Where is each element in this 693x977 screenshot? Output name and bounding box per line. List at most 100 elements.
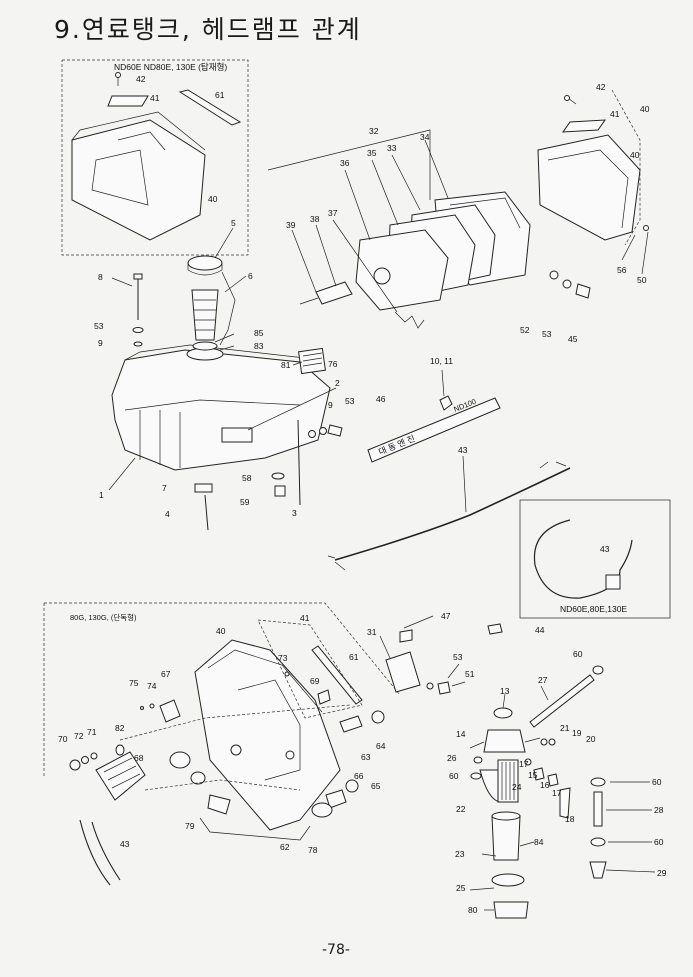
callout-60: 60 <box>573 649 583 659</box>
tube-27 <box>529 674 595 728</box>
bottom-left-cover-box: 80G, 130G, (단독형) <box>43 602 401 886</box>
bracket-31 <box>385 651 421 693</box>
page-title: 9.연료탱크, 헤드램프 관계 <box>54 15 362 44</box>
callout-36: 36 <box>340 158 350 168</box>
strip-61 <box>178 89 242 126</box>
callout-18: 18 <box>565 814 575 824</box>
decal-group: 대 동 엔 진 ND100 <box>367 369 501 463</box>
callout-80: 80 <box>468 905 478 915</box>
callout-61: 61 <box>215 90 225 100</box>
callout-43: 43 <box>458 445 468 455</box>
callout-5: 5 <box>231 218 236 228</box>
callout-69: 69 <box>310 676 320 686</box>
callout-22: 22 <box>456 804 466 814</box>
callout-79: 79 <box>185 821 195 831</box>
wire-harness-group: ND60E,80E,130E <box>327 455 671 619</box>
callout-74: 74 <box>147 681 157 691</box>
callout-67: 67 <box>161 669 171 679</box>
callout-13: 13 <box>500 686 510 696</box>
plate-41-right <box>561 119 607 133</box>
callout-83: 83 <box>254 341 264 351</box>
callout-81: 81 <box>281 360 291 370</box>
callout-75: 75 <box>129 678 139 688</box>
callout-78: 78 <box>308 845 318 855</box>
callout-41c: 41 <box>300 613 310 623</box>
callout-40d: 40 <box>216 626 226 636</box>
callout-51: 51 <box>465 669 475 679</box>
right-lamp-cover <box>537 89 649 275</box>
label-pad-81 <box>298 347 326 375</box>
strip-61-standalone <box>311 645 363 705</box>
callout-60d: 60 <box>654 837 664 847</box>
callout-1: 1 <box>99 490 104 500</box>
headlamp-assembly <box>267 129 591 329</box>
callout-71: 71 <box>87 727 97 737</box>
lens-36 <box>355 229 449 311</box>
fuel-tank-group <box>108 227 343 531</box>
lamp-cover-40-right <box>537 134 641 241</box>
callout-64: 64 <box>376 741 386 751</box>
callout-21: 21 <box>560 723 570 733</box>
fuel-cock-group <box>379 615 656 919</box>
callout-10-11: 10, 11 <box>430 356 453 366</box>
washer-53 <box>562 279 572 289</box>
fuel-cock-14 <box>483 729 526 753</box>
callout-42: 42 <box>136 74 146 84</box>
box-label-standalone: 80G, 130G, (단독형) <box>70 612 137 622</box>
bolt-45 <box>575 283 591 299</box>
callout-40: 40 <box>208 194 218 204</box>
callout-20: 20 <box>586 734 596 744</box>
filter-cup-23 <box>491 815 521 861</box>
callout-29: 29 <box>657 868 667 878</box>
callout-28: 28 <box>654 805 664 815</box>
connector-43 <box>605 574 621 590</box>
bowl-80 <box>493 901 529 919</box>
callout-82: 82 <box>115 723 125 733</box>
callout-33: 33 <box>387 143 397 153</box>
strainer-6 <box>191 289 219 341</box>
callout-labels: 42 41 61 40 5 6 8 53 9 85 83 81 76 2 9 5… <box>58 74 667 915</box>
callout-44: 44 <box>535 625 545 635</box>
callout-8: 8 <box>98 272 103 282</box>
fuel-tank-1 <box>111 349 331 471</box>
callout-27: 27 <box>538 675 548 685</box>
callout-38: 38 <box>310 214 320 224</box>
callout-85: 85 <box>254 328 264 338</box>
callout-9: 9 <box>98 338 103 348</box>
harness-inset-box <box>519 499 671 619</box>
callout-2: 2 <box>335 378 340 388</box>
decal-10-11 <box>367 397 501 463</box>
callout-53: 53 <box>94 321 104 331</box>
callout-37: 37 <box>328 208 338 218</box>
box-label-mounted: ND60E ND80E, 130E (탑재형) <box>114 62 227 72</box>
callout-34: 34 <box>420 132 430 142</box>
inset-label: ND60E,80E,130E <box>560 604 627 614</box>
callout-7: 7 <box>162 483 167 493</box>
ring-nut-25 <box>491 873 525 887</box>
callout-53c: 53 <box>542 329 552 339</box>
callout-6: 6 <box>248 271 253 281</box>
callout-46: 46 <box>376 394 386 404</box>
callout-56: 56 <box>617 265 627 275</box>
callout-24: 24 <box>512 782 522 792</box>
callout-15: 15 <box>528 770 538 780</box>
callout-4: 4 <box>165 509 170 519</box>
callout-84: 84 <box>534 837 544 847</box>
callout-73: 73 <box>278 653 288 663</box>
lamp-cover-40-standalone <box>194 639 341 831</box>
callout-53d: 53 <box>453 652 463 662</box>
callout-47: 47 <box>441 611 451 621</box>
callout-31: 31 <box>367 627 377 637</box>
callout-25: 25 <box>456 883 466 893</box>
callout-9b: 9 <box>328 400 333 410</box>
callout-41: 41 <box>150 93 160 103</box>
callout-26: 26 <box>447 753 457 763</box>
callout-43b: 43 <box>600 544 610 554</box>
callout-62: 62 <box>280 842 290 852</box>
lamp-cover-40 <box>71 119 206 241</box>
callout-72: 72 <box>74 731 84 741</box>
top-left-cover-box: ND60E ND80E, 130E (탑재형) <box>61 59 249 256</box>
callout-39: 39 <box>286 220 296 230</box>
